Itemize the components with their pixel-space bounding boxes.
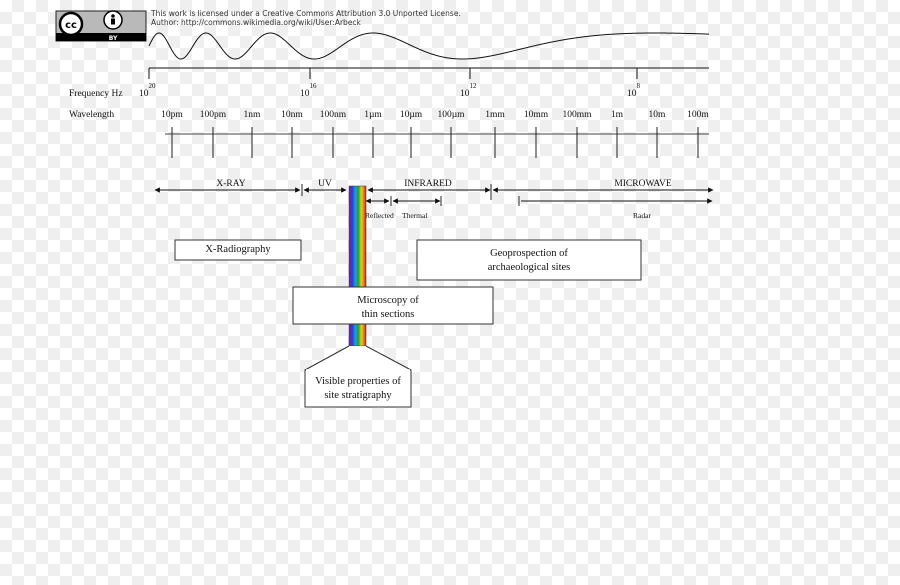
wavelength-tick-label: 10nm (281, 110, 303, 120)
xradiography-label: X-Radiography (205, 244, 271, 255)
wavelength-tick-label: 10pm (161, 110, 183, 120)
wavelength-tick-label: 1nm (244, 110, 262, 120)
license-line-1: This work is licensed under a Creative C… (150, 9, 461, 18)
xradiography-box (174, 239, 302, 261)
wavelength-ticks: 10pm 100pm 1nm 10nm 100nm 1µm 10µm 100µm 1mm 10mm… (161, 110, 709, 158)
frequency-tick-label: 1012 (460, 82, 477, 99)
microscopy-label-line1: Microscopy of (357, 295, 419, 306)
wavelength-tick-label: 10mm (524, 110, 549, 120)
frequency-tick-label: 1016 (300, 82, 317, 99)
wavelength-tick-label: 100pm (200, 110, 227, 120)
cc-by-badge[interactable]: cc BY (55, 10, 147, 42)
microscopy-box (292, 286, 494, 325)
subband-radar-label: Radar (633, 211, 651, 220)
wavelength-tick-label: 10µm (400, 110, 423, 120)
visible-properties-label-line1: Visible properties of (315, 376, 401, 387)
geoprospection-label-line2: archaeological sites (488, 262, 571, 273)
frequency-axis-label: Frequency Hz (69, 89, 123, 99)
cc-icon-text: cc (65, 20, 77, 31)
wavelength-axis-label: Wavelength (69, 110, 114, 120)
wavelength-tick-label: 10m (649, 110, 667, 120)
chirp-wave (148, 32, 710, 60)
wavelength-tick-label: 1mm (485, 110, 505, 120)
frequency-tick-label: 1020 (139, 82, 156, 99)
wavelength-tick-label: 100mm (562, 110, 592, 120)
license-line-2: Author: http://commons.wikimedia.org/wik… (151, 18, 362, 27)
band-xray-label: X-RAY (216, 179, 245, 189)
microscopy-label-line2: thin sections (362, 309, 415, 320)
by-badge-label: BY (109, 35, 118, 42)
wavelength-tick-label: 100m (687, 110, 709, 120)
subband-reflected-label: Reflected (365, 211, 394, 220)
visible-properties-label-line2: site stratigraphy (324, 390, 392, 401)
visible-properties-box (304, 369, 412, 408)
visible-callout-wedge (304, 345, 412, 371)
frequency-ticks: 1020 1016 1012 108 (139, 68, 641, 99)
geoprospection-label-line1: Geoprospection of (490, 248, 568, 259)
geoprospection-box (416, 239, 642, 281)
wavelength-tick-label: 1m (611, 110, 624, 120)
wavelength-tick-label: 100nm (320, 110, 347, 120)
cc-icon (58, 11, 84, 37)
wavelength-tick-label: 100µm (437, 110, 465, 120)
frequency-tick-label: 108 (627, 82, 641, 99)
band-infrared-label: INFRARED (404, 179, 452, 189)
band-microwave-label: MICROWAVE (614, 179, 672, 189)
band-uv-label: UV (318, 179, 332, 189)
subband-thermal-label: Thermal (402, 211, 427, 220)
wavelength-tick-label: 1µm (364, 110, 382, 120)
